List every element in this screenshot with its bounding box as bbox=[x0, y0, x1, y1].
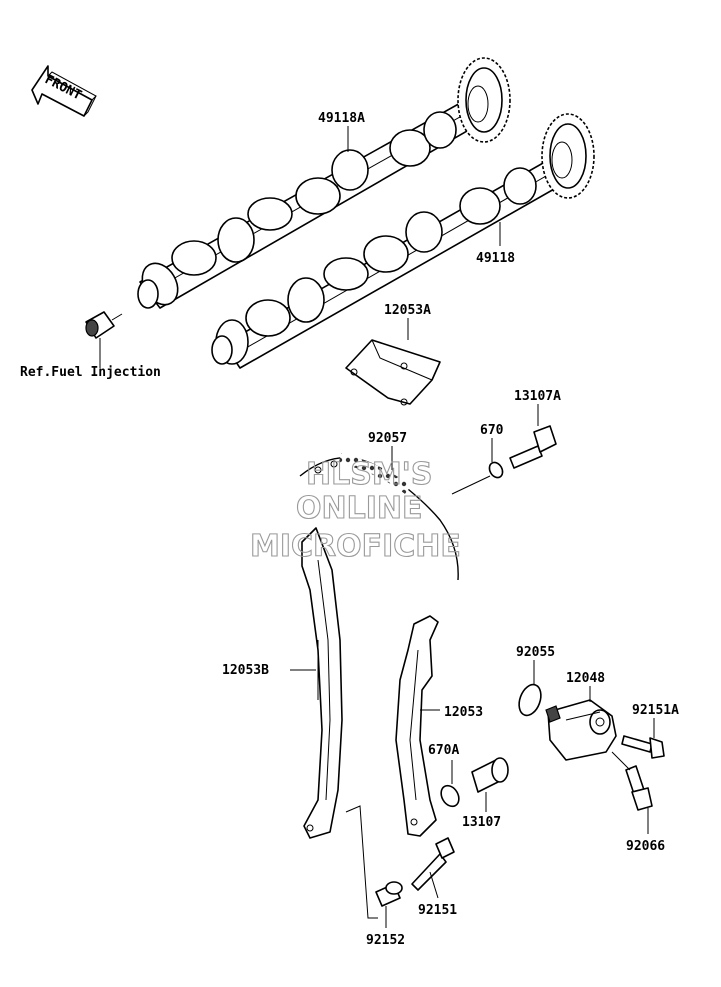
bolt-13107a bbox=[509, 404, 557, 469]
bolt-92066 bbox=[611, 751, 653, 834]
cam-chain-92057 bbox=[299, 446, 459, 581]
label-12048: 12048 bbox=[566, 671, 605, 686]
svg-text:HLSM'S: HLSM'S bbox=[306, 457, 432, 492]
bolt-92151 bbox=[411, 837, 455, 899]
o-ring-670a bbox=[440, 760, 460, 808]
camshaft-49118 bbox=[211, 113, 595, 369]
leader-92152 bbox=[345, 805, 378, 919]
bracket-12053a bbox=[345, 318, 441, 406]
label-670a: 670A bbox=[428, 743, 459, 758]
label-92151a: 92151A bbox=[632, 703, 679, 718]
label-12053a: 12053A bbox=[384, 303, 431, 318]
o-ring-670 bbox=[451, 438, 504, 495]
label-ref-fuel: Ref.Fuel Injection bbox=[20, 365, 161, 380]
label-49118: 49118 bbox=[476, 251, 515, 266]
label-12053b: 12053B bbox=[222, 663, 269, 678]
front-arrow-icon: FRONT bbox=[31, 65, 97, 117]
label-92151: 92151 bbox=[418, 903, 457, 918]
label-92152: 92152 bbox=[366, 933, 405, 948]
chain-guide-12053 bbox=[395, 615, 440, 837]
label-49118a: 49118A bbox=[318, 111, 365, 126]
svg-text:ONLINE: ONLINE bbox=[296, 491, 423, 526]
label-92057: 92057 bbox=[368, 431, 407, 446]
label-92055: 92055 bbox=[516, 645, 555, 660]
label-13107: 13107 bbox=[462, 815, 501, 830]
bolt-13107 bbox=[471, 757, 509, 812]
camshaft-49118a bbox=[137, 57, 511, 309]
collar-92152 bbox=[375, 881, 403, 928]
tensioner-12048 bbox=[545, 686, 617, 761]
label-92066: 92066 bbox=[626, 839, 665, 854]
o-ring-92055 bbox=[518, 660, 542, 717]
label-13107a: 13107A bbox=[514, 389, 561, 404]
label-12053: 12053 bbox=[444, 705, 483, 720]
svg-text:MICROFICHE: MICROFICHE bbox=[250, 529, 461, 564]
watermark: HLSM'S ONLINE MICROFICHE bbox=[249, 456, 461, 564]
bolt-92151a bbox=[621, 718, 665, 759]
chain-guide-12053b bbox=[290, 527, 343, 839]
label-670: 670 bbox=[480, 423, 504, 438]
fuel-injection-cap bbox=[85, 311, 123, 368]
